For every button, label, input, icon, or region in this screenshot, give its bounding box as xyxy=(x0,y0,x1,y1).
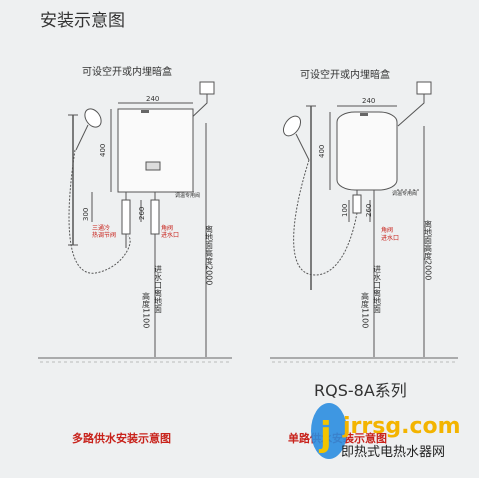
right-heater-body xyxy=(336,111,398,191)
left-junction-box xyxy=(199,81,215,95)
left-top-note: 可设空开或内埋暗盒 xyxy=(82,65,172,78)
right-width-dim: 240 xyxy=(362,97,375,105)
model-label: RQS-8A系列 xyxy=(314,381,407,400)
left-valve-label-line1: 三通冷 xyxy=(92,224,110,232)
right-inlet-height-label-b: 高度1100 xyxy=(361,291,370,328)
right-dim-100: 100 xyxy=(341,204,349,217)
right-inlet-height-label-a: 进水口离地面 xyxy=(373,265,382,314)
left-corner-valve-label-line1: 角阀 xyxy=(161,224,173,232)
left-corner-valve-label-line2: 进水口 xyxy=(161,231,179,239)
left-caption: 多路供水安装示意图 xyxy=(72,431,171,445)
left-regulator-label: 调温专用阀 xyxy=(175,192,200,199)
left-heater-body xyxy=(117,108,194,193)
watermark-url: jrrsg.com xyxy=(342,414,461,439)
logo-letter: j xyxy=(318,415,332,455)
right-ground-height-label: 离地面高度2000 xyxy=(424,219,433,280)
right-corner-valve-label-line2: 进水口 xyxy=(381,234,399,242)
right-corner-valve-label-line1: 角阀 xyxy=(381,226,393,234)
left-width-dim: 240 xyxy=(146,95,159,103)
watermark-logo: j jrrsg.com 即热式电热水器网 xyxy=(311,403,461,460)
right-regulator-label: 调温专用阀 xyxy=(392,190,417,197)
left-hose xyxy=(68,149,131,274)
left-inlet-height-label-b: 高度1100 xyxy=(142,291,151,328)
left-ground-height-label: 离地面高度2000 xyxy=(205,224,214,285)
left-inlet-height-label-a: 进水口离地面 xyxy=(154,265,163,314)
right-junction-box xyxy=(416,81,432,95)
right-top-note: 可设空开或内埋暗盒 xyxy=(300,68,390,81)
page-title: 安装示意图 xyxy=(40,11,125,31)
right-diagram xyxy=(282,81,432,357)
right-shower-head xyxy=(282,115,302,137)
left-shower-head xyxy=(84,108,102,128)
right-height-dim: 400 xyxy=(318,145,326,158)
left-dim-260: 260 xyxy=(138,207,146,220)
watermark-text: 即热式电热水器网 xyxy=(341,445,445,460)
right-dim-260: 260 xyxy=(365,204,373,217)
left-height-dim: 400 xyxy=(99,144,107,157)
left-valve-label-line2: 热调节阀 xyxy=(92,231,116,239)
left-diagram xyxy=(68,81,215,357)
left-heater-display xyxy=(145,161,161,171)
logo-mark xyxy=(311,403,347,459)
left-dim-300: 300 xyxy=(82,208,90,221)
